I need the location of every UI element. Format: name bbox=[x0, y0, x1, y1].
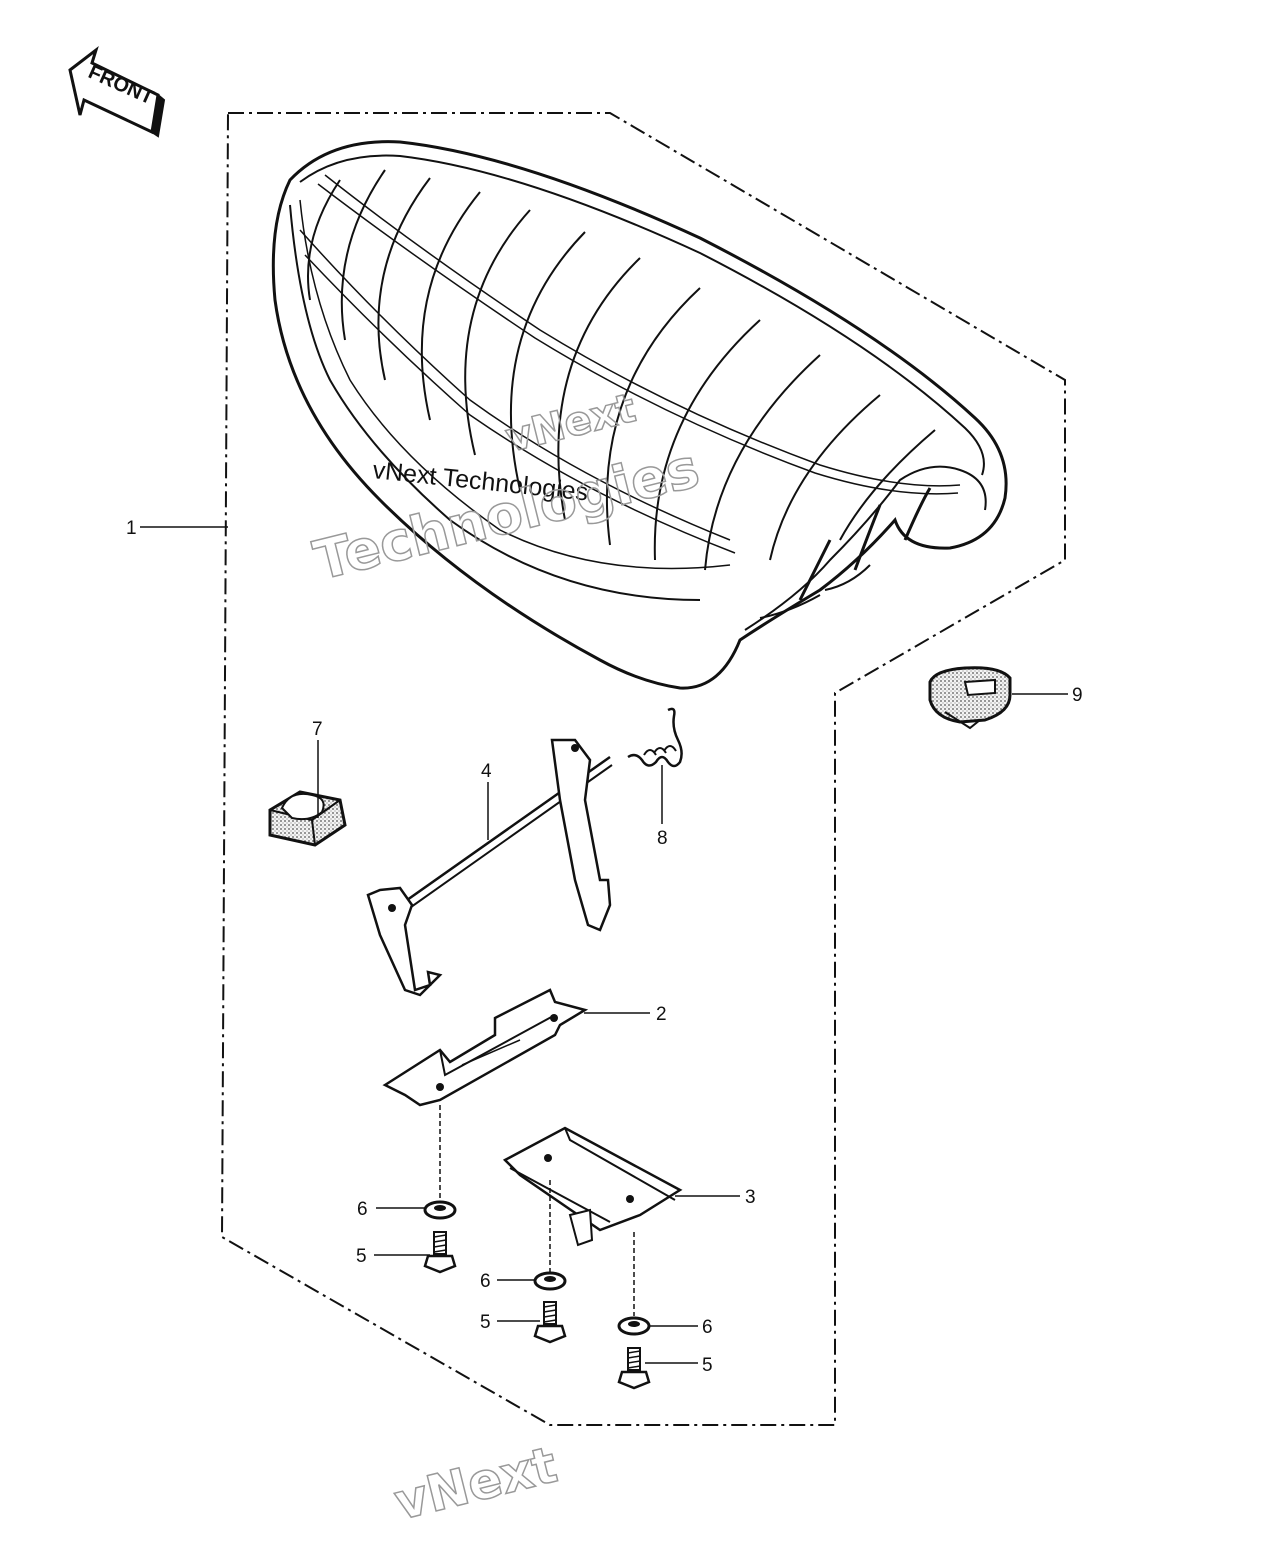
bolt-part-5-c bbox=[617, 1347, 651, 1390]
callout-9: 9 bbox=[1072, 685, 1083, 706]
callout-8: 8 bbox=[657, 828, 668, 849]
callout-7: 7 bbox=[312, 719, 323, 740]
bolt-part-5-b bbox=[533, 1301, 567, 1344]
washer-part-6-a bbox=[423, 1200, 457, 1220]
bracket-part-2 bbox=[382, 988, 589, 1107]
callout-1: 1 bbox=[126, 518, 137, 539]
watermark-4: vNext bbox=[389, 1436, 563, 1532]
callout-2: 2 bbox=[656, 1004, 667, 1025]
bumper-part-9 bbox=[928, 666, 1012, 730]
leader-lines bbox=[140, 526, 1068, 1364]
callout-6-b: 6 bbox=[480, 1271, 491, 1292]
assembly-lines bbox=[439, 1105, 635, 1316]
callout-5-a: 5 bbox=[356, 1246, 367, 1267]
lock-lever-part-4 bbox=[366, 738, 613, 997]
damper-part-7 bbox=[268, 790, 347, 847]
callout-3: 3 bbox=[745, 1187, 756, 1208]
callout-4: 4 bbox=[481, 761, 492, 782]
callout-5-b: 5 bbox=[480, 1312, 491, 1333]
bolt-part-5-a bbox=[423, 1231, 457, 1274]
seat-assembly bbox=[271, 140, 1008, 690]
washer-part-6-b bbox=[533, 1271, 567, 1291]
callout-6-a: 6 bbox=[357, 1199, 368, 1220]
bracket-part-3 bbox=[502, 1126, 683, 1247]
callout-labels: 1 7 4 8 9 2 3 6 5 6 5 6 5 bbox=[126, 518, 1083, 1376]
washer-part-6-c bbox=[617, 1316, 651, 1336]
front-arrow-icon: FRONT bbox=[68, 45, 166, 138]
group-boundary bbox=[220, 112, 1066, 1426]
callout-6-c: 6 bbox=[702, 1317, 713, 1338]
spring-part-8 bbox=[627, 707, 683, 768]
callout-5-c: 5 bbox=[702, 1355, 713, 1376]
